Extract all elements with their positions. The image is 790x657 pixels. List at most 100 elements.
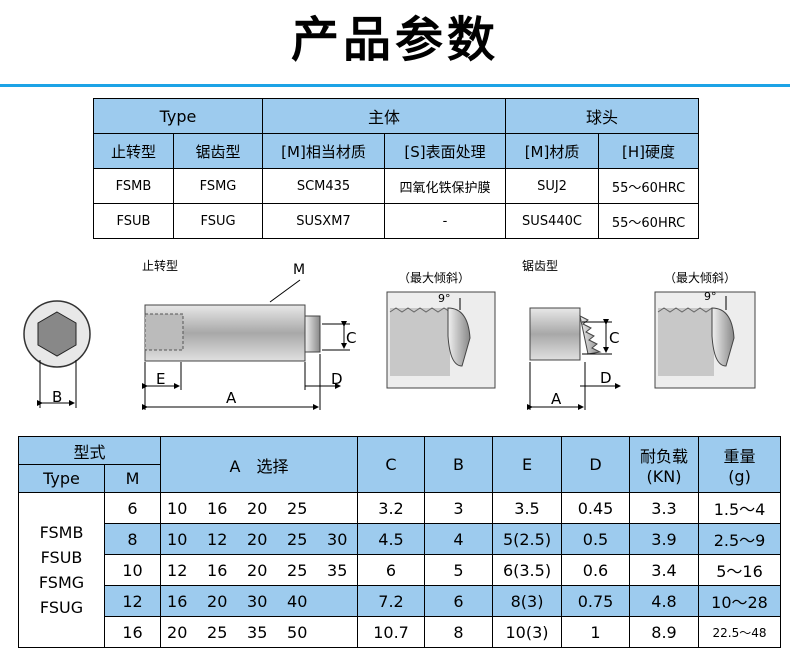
a-value: 10 xyxy=(167,498,188,518)
header-c: C xyxy=(357,436,426,493)
spec-cell: FSUG xyxy=(173,203,263,239)
cell-c: 3.2 xyxy=(357,492,426,524)
cell-weight: 1.5～4 xyxy=(698,492,782,524)
a-value: 20 xyxy=(207,591,228,611)
spec-cell: SUS440C xyxy=(505,203,600,239)
header-d: D xyxy=(561,436,631,493)
spec-cell: SUSXM7 xyxy=(262,203,385,239)
cell-b: 3 xyxy=(424,492,494,524)
cell-d: 1 xyxy=(561,616,631,648)
anti-rotation-side-view: M E A D C xyxy=(142,262,356,410)
a-value: 16 xyxy=(167,591,188,611)
spec-cell: 55～60HRC xyxy=(598,168,700,204)
end-view-hex: B xyxy=(23,300,91,408)
spec-sub-header: [M]材质 xyxy=(505,133,600,169)
header-load-label: 耐负载 xyxy=(640,447,689,466)
cell-weight: 10～28 xyxy=(698,585,782,617)
cell-m: 8 xyxy=(103,523,162,555)
cell-d: 0.6 xyxy=(561,554,631,586)
a-value: 25 xyxy=(287,529,308,549)
table-row: 12 16 20 30 40 7.2 6 8(3) 0.75 4.8 10～28 xyxy=(19,585,782,617)
cell-e: 8(3) xyxy=(492,585,563,617)
spec-cell: - xyxy=(383,203,507,239)
dim-b-label: B xyxy=(52,388,62,406)
cell-d: 0.5 xyxy=(561,523,631,555)
cell-e: 10(3) xyxy=(492,616,563,648)
dim-d-label: D xyxy=(331,370,343,388)
spec-header-ball: 球头 xyxy=(505,98,700,134)
spec-header-type: Type xyxy=(93,98,263,134)
type-name: FSUG xyxy=(39,598,84,617)
spec-cell: FSMB xyxy=(93,168,174,204)
header-e: E xyxy=(492,436,563,493)
cell-c: 7.2 xyxy=(357,585,426,617)
header-type: Type xyxy=(18,464,105,493)
a-value: 25 xyxy=(207,622,228,642)
dim-a-label: A xyxy=(226,389,237,407)
label-anti-rotation: 止转型 xyxy=(142,258,178,273)
cell-b: 4 xyxy=(424,523,494,555)
tilt-detail-1: 9° xyxy=(386,291,496,389)
cell-m: 16 xyxy=(103,616,162,648)
cell-e: 6(3.5) xyxy=(492,554,563,586)
dim-e-label: E xyxy=(156,370,165,388)
max-tilt-label-2: （最大倾斜） xyxy=(664,271,736,285)
cell-c: 10.7 xyxy=(357,616,426,648)
a-value: 12 xyxy=(207,529,228,549)
cell-b: 5 xyxy=(424,554,494,586)
cell-weight: 22.5～48 xyxy=(698,616,782,648)
cell-c: 6 xyxy=(357,554,426,586)
type-name: FSMB xyxy=(39,523,84,542)
serrated-side-view: C A D xyxy=(527,307,621,410)
title-bar: 产品参数 xyxy=(0,0,790,87)
title-underline xyxy=(0,84,790,87)
dim-c-label: C xyxy=(346,329,356,347)
spec-sub-header: [S]表面处理 xyxy=(383,133,507,169)
a-value: 30 xyxy=(247,591,268,611)
a-value: 20 xyxy=(247,529,268,549)
cell-weight: 5～16 xyxy=(698,554,782,586)
tilt-detail-2: 9° xyxy=(654,290,756,389)
cell-e: 3.5 xyxy=(492,492,563,524)
cell-c: 4.5 xyxy=(357,523,426,555)
dim-m-label: M xyxy=(293,262,305,278)
cell-m: 6 xyxy=(103,492,162,524)
cell-m: 10 xyxy=(103,554,162,586)
cell-d: 0.75 xyxy=(561,585,631,617)
a-value: 50 xyxy=(287,622,308,642)
a-value: 35 xyxy=(327,560,348,580)
spec-cell: 四氧化铁保护膜 xyxy=(383,168,507,204)
header-model: 型式 xyxy=(17,436,162,465)
cell-load: 4.8 xyxy=(629,585,700,617)
a-value: 16 xyxy=(207,560,228,580)
angle-label-2: 9° xyxy=(704,290,717,303)
cell-e: 5(2.5) xyxy=(492,523,563,555)
cell-load: 8.9 xyxy=(629,616,700,648)
header-weight-unit: (g) xyxy=(728,467,751,486)
dim-d2-label: D xyxy=(600,369,612,387)
page-title: 产品参数 xyxy=(290,12,499,68)
a-value: 40 xyxy=(287,591,308,611)
a-value: 16 xyxy=(207,498,228,518)
a-value: 20 xyxy=(247,498,268,518)
dim-c2-label: C xyxy=(609,329,619,347)
a-value: 25 xyxy=(287,560,308,580)
max-tilt-label-1: （最大倾斜） xyxy=(398,271,470,285)
header-b: B xyxy=(424,436,494,493)
cell-b: 6 xyxy=(424,585,494,617)
spec-sub-header: [H]硬度 xyxy=(598,133,700,169)
size-table: 型式 A 选择 C B E D 耐负载 (KN) 重量 (g) Type M F… xyxy=(17,436,782,648)
spec-cell: 55～60HRC xyxy=(598,203,700,239)
cell-load: 3.9 xyxy=(629,523,700,555)
header-weight: 重量 (g) xyxy=(698,436,782,493)
dim-a2-label: A xyxy=(551,390,562,408)
spec-cell: FSMG xyxy=(173,168,263,204)
header-weight-label: 重量 xyxy=(723,447,756,466)
cell-m: 12 xyxy=(103,585,162,617)
